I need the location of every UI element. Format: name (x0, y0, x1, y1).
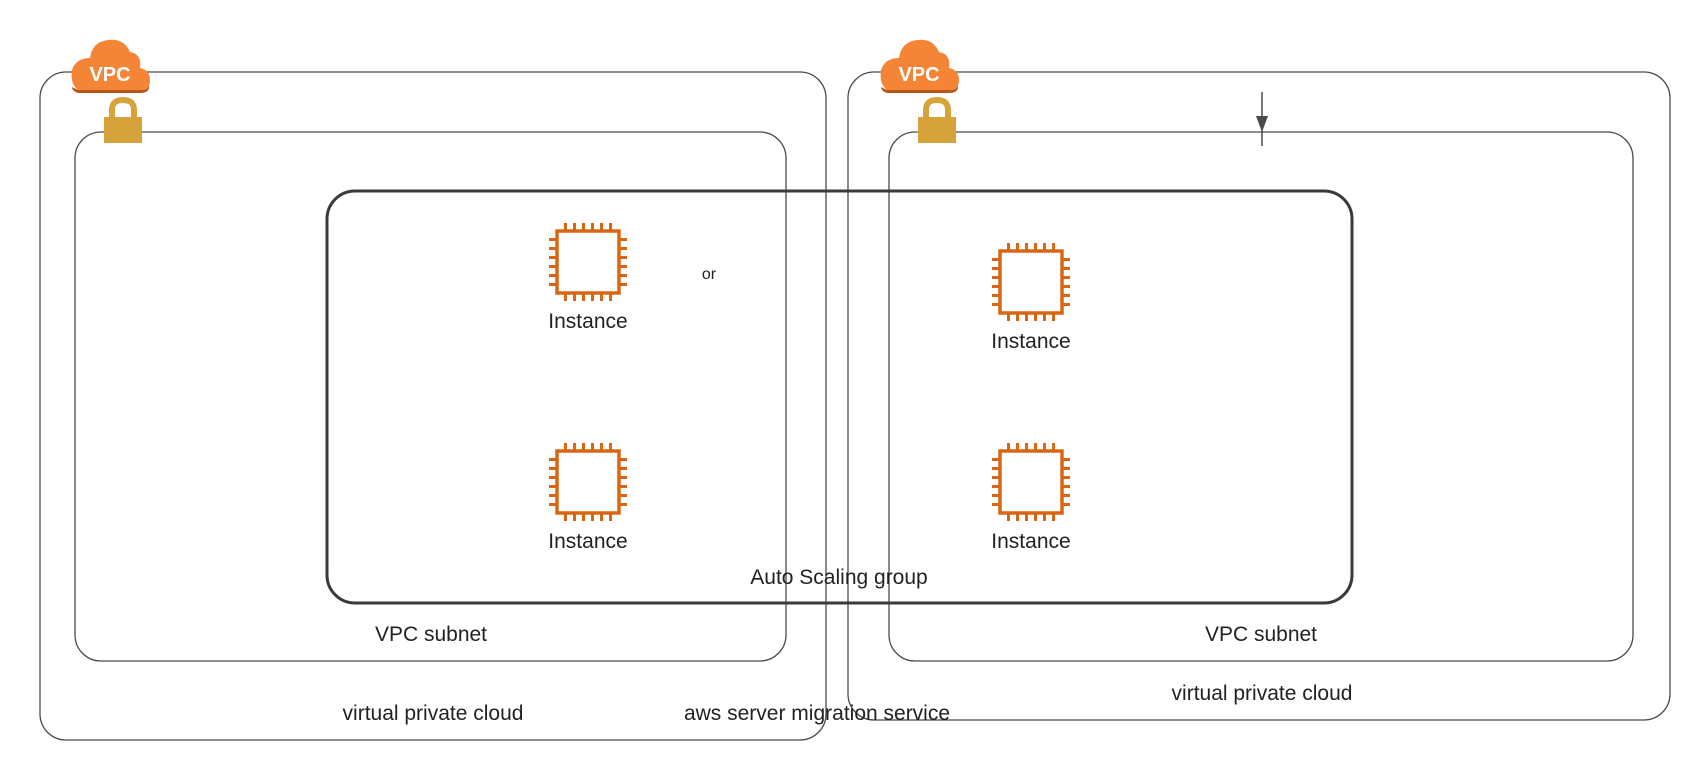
left-vpc-border (39, 71, 827, 741)
lock-icon (104, 96, 142, 143)
instance-4[interactable]: Instance (991, 443, 1071, 553)
ec2-instance-icon (992, 243, 1070, 321)
right-vpc[interactable]: virtual private cloud VPC subnet VPC (847, 39, 1671, 721)
vpc-badge-label: VPC (89, 64, 130, 86)
auto-scaling-group-border (325, 189, 1354, 605)
instance-label: Instance (548, 530, 627, 553)
instance-1[interactable]: Instance (548, 223, 628, 333)
left-subnet-label: VPC subnet (375, 623, 487, 646)
vpc-cloud-icon: VPC (71, 39, 150, 93)
left-subnet-border (74, 131, 787, 662)
or-label: or (702, 266, 717, 283)
left-vpc[interactable]: virtual private cloud VPC subnet VPC (39, 39, 827, 741)
instance-label: Instance (548, 310, 627, 333)
instance-label: Instance (991, 530, 1070, 553)
auto-scaling-group[interactable]: Auto Scaling group (325, 189, 1354, 605)
lock-icon (918, 96, 956, 143)
inbound-arrow[interactable] (1256, 92, 1268, 146)
migration-service-label: aws server migration service (684, 702, 950, 725)
instance-3[interactable]: Instance (991, 243, 1071, 353)
right-vpc-label: virtual private cloud (1172, 682, 1353, 705)
right-subnet-label: VPC subnet (1205, 623, 1317, 646)
right-subnet-border (888, 131, 1634, 662)
ec2-instance-icon (992, 443, 1070, 521)
right-vpc-border (847, 71, 1671, 721)
vpc-cloud-icon: VPC (880, 39, 959, 93)
vpc-badge-label: VPC (898, 64, 939, 86)
ec2-instance-icon (549, 223, 627, 301)
left-vpc-label: virtual private cloud (343, 702, 524, 725)
auto-scaling-group-label: Auto Scaling group (750, 566, 927, 589)
instance-label: Instance (991, 330, 1070, 353)
instance-2[interactable]: Instance (548, 443, 628, 553)
ec2-instance-icon (549, 443, 627, 521)
